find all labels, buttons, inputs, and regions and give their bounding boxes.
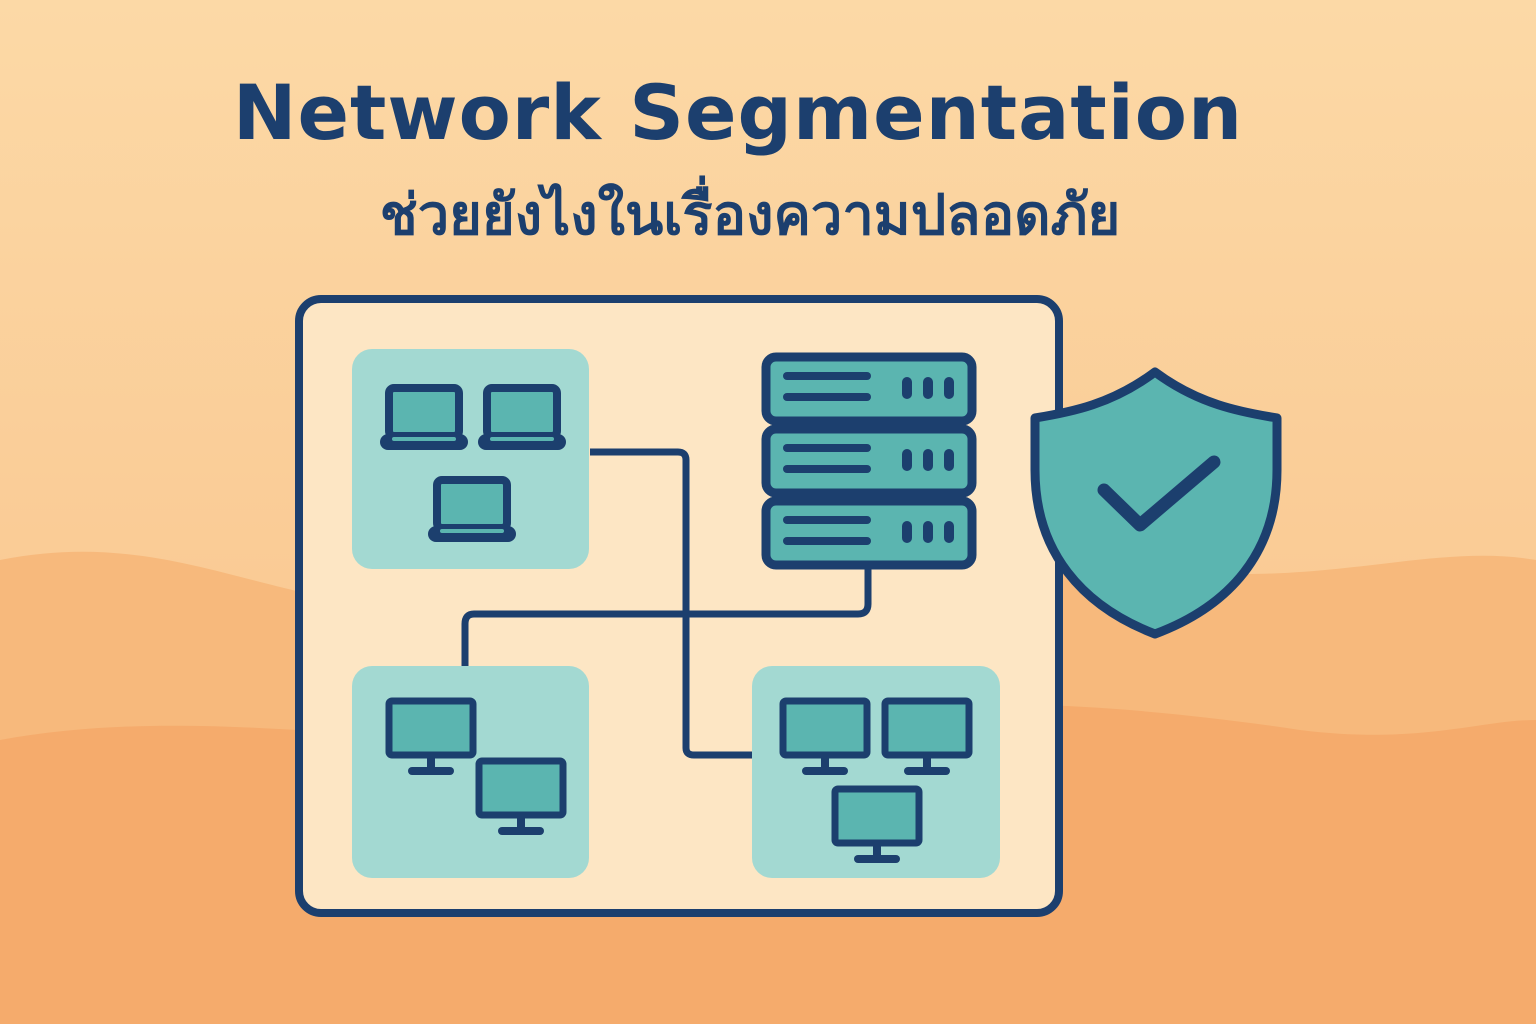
desktop-monitor-icon: [831, 785, 923, 863]
desktop-monitor-icon: [881, 697, 973, 775]
monitor-group: [385, 697, 973, 863]
laptop-icon: [380, 384, 468, 450]
server-rack-icon: [761, 352, 977, 570]
server-unit: [761, 424, 977, 498]
status-light-icon: [902, 449, 912, 471]
page-subtitle: ช่วยยังไงในเรื่องความปลอดภัย: [379, 183, 1121, 248]
page-title: Network Segmentation: [232, 68, 1244, 157]
shield-check-icon: [1030, 367, 1282, 639]
status-light-icon: [923, 449, 933, 471]
laptop-icon: [428, 476, 516, 542]
server-unit: [761, 352, 977, 426]
desktop-monitor-icon: [385, 697, 477, 775]
connection-line: [461, 568, 872, 666]
checkmark-icon: [1097, 455, 1221, 532]
status-light-icon: [923, 521, 933, 543]
status-light-icon: [944, 521, 954, 543]
server-unit: [761, 496, 977, 570]
laptop-group: [380, 384, 566, 542]
connection-lines: [461, 448, 872, 759]
desktop-monitor-icon: [779, 697, 871, 775]
laptop-icon: [478, 384, 566, 450]
status-light-icon: [923, 377, 933, 399]
connection-line: [590, 448, 752, 759]
status-light-icon: [944, 377, 954, 399]
status-light-icon: [902, 521, 912, 543]
status-light-icon: [944, 449, 954, 471]
status-light-icon: [902, 377, 912, 399]
desktop-monitor-icon: [475, 757, 567, 835]
